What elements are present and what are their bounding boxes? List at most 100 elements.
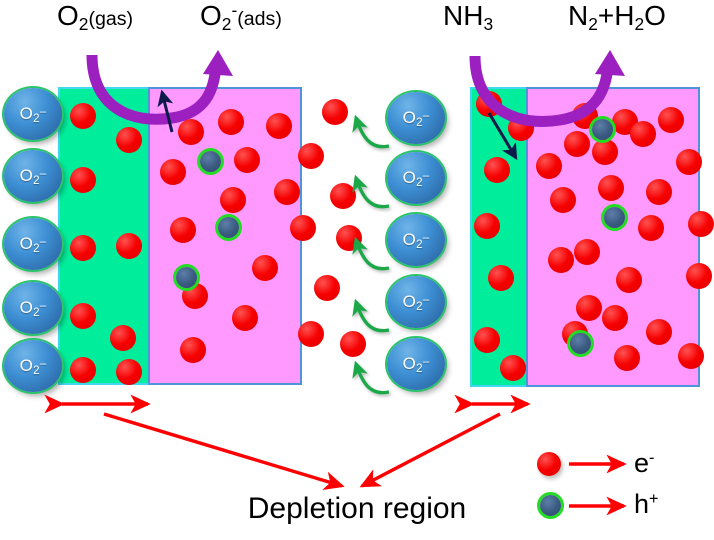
electron-marker (266, 113, 292, 139)
electron-marker (548, 247, 574, 273)
electron-marker (340, 331, 366, 357)
oxygen-ion-label: O2– (402, 107, 430, 129)
electron-marker (646, 179, 672, 205)
legend-hole-symbol: h (634, 489, 650, 519)
product-h: +H (597, 0, 635, 31)
electron-marker (336, 225, 362, 251)
electron-marker (614, 345, 640, 371)
electron-marker (598, 175, 624, 201)
electron-marker (70, 303, 96, 329)
oxygen-ion-label: O2– (402, 167, 430, 189)
electron-marker (232, 305, 258, 331)
product-o: O (644, 0, 666, 31)
electron-marker (638, 215, 664, 241)
callout-line-left (103, 412, 345, 490)
o2-ads-superscript: - (231, 0, 238, 20)
oxygen-ion-sphere-gas-4: O2– (387, 276, 445, 328)
electron-marker (314, 275, 340, 301)
electron-marker (322, 99, 348, 125)
oxygen-ion-sphere-surface-2: O2– (4, 150, 62, 202)
electron-marker (536, 153, 562, 179)
hole-marker (604, 207, 625, 228)
oxygen-ion-sphere-surface-1: O2– (4, 88, 62, 140)
electron-marker (474, 213, 500, 239)
o2-ads-state: (ads) (237, 8, 282, 31)
o2-gas-species: O (57, 0, 79, 31)
electron-marker (116, 359, 142, 385)
legend-electron-charge: - (649, 449, 655, 468)
ion-migration-arrow-5 (352, 360, 390, 395)
electron-marker (576, 295, 602, 321)
electron-marker (160, 159, 186, 185)
electron-marker (252, 255, 278, 281)
electron-marker (658, 107, 684, 133)
hole-marker (570, 333, 591, 354)
electron-marker (116, 233, 142, 259)
electron-marker (180, 337, 206, 363)
electron-marker (290, 215, 316, 241)
electron-marker (688, 211, 714, 237)
electron-marker (574, 239, 600, 265)
electron-marker (602, 305, 628, 331)
ion-migration-arrow-1 (352, 114, 390, 149)
o2-ads-subscript: 2 (221, 13, 232, 34)
label-o2-gas: O2(gas) (57, 2, 133, 33)
electron-marker (274, 179, 300, 205)
product-n-sub: 2 (588, 13, 598, 34)
oxygen-ion-sphere-gas-5: O2– (387, 338, 445, 390)
oxygen-ion-label: O2– (19, 165, 47, 187)
product-n: N (568, 0, 589, 31)
oxygen-ion-label: O2– (402, 353, 430, 375)
electron-marker (178, 119, 204, 145)
hole-marker (200, 151, 221, 172)
electron-marker (298, 321, 324, 347)
oxygen-ion-label: O2– (19, 297, 47, 319)
electron-marker (330, 183, 356, 209)
ion-migration-arrow-2 (352, 174, 390, 209)
ion-migration-arrow-3 (352, 236, 390, 271)
electron-marker (616, 267, 642, 293)
label-products: N2+H2O (568, 2, 666, 33)
oxygen-ion-sphere-gas-2: O2– (387, 152, 445, 204)
oxygen-ion-label: O2– (19, 233, 47, 255)
electron-marker (484, 157, 510, 183)
label-o2-minus-ads: O2-(ads) (200, 0, 282, 34)
electron-marker (110, 325, 136, 351)
electron-marker (500, 355, 526, 381)
product-h-sub: 2 (634, 13, 645, 34)
electron-marker (70, 103, 96, 129)
hole-marker (592, 119, 613, 140)
o2-gas-subscript: 2 (78, 13, 89, 34)
nh3-subscript: 3 (483, 13, 494, 34)
legend-electron-symbol: e (634, 448, 650, 478)
oxygen-ion-label: O2– (19, 103, 47, 125)
electron-marker (220, 187, 246, 213)
oxygen-ion-sphere-gas-1: O2– (387, 92, 445, 144)
nh3-species: NH (443, 0, 484, 31)
electron-marker (630, 121, 656, 147)
electron-marker (476, 91, 502, 117)
legend-electron-marker (537, 452, 561, 476)
oxygen-ion-sphere-surface-3: O2– (4, 218, 62, 270)
electron-marker (676, 149, 702, 175)
callout-line-right (359, 412, 501, 488)
hole-marker (218, 217, 239, 238)
oxygen-ion-label: O2– (19, 355, 47, 377)
oxygen-ion-sphere-surface-5: O2– (4, 340, 62, 392)
electron-marker (298, 143, 324, 169)
o2-ads-species: O (200, 0, 222, 32)
ion-migration-arrow-4 (352, 298, 390, 333)
electron-marker (234, 147, 260, 173)
oxygen-ion-sphere-gas-3: O2– (387, 214, 445, 266)
electron-marker (592, 139, 618, 165)
label-nh3: NH3 (443, 2, 493, 33)
oxygen-ion-sphere-surface-4: O2– (4, 282, 62, 334)
electron-marker (116, 127, 142, 153)
electron-marker (550, 187, 576, 213)
electron-marker (70, 235, 96, 261)
electron-marker (488, 265, 514, 291)
legend-hole-charge: + (649, 490, 659, 509)
electron-marker (564, 131, 590, 157)
electron-marker (218, 109, 244, 135)
